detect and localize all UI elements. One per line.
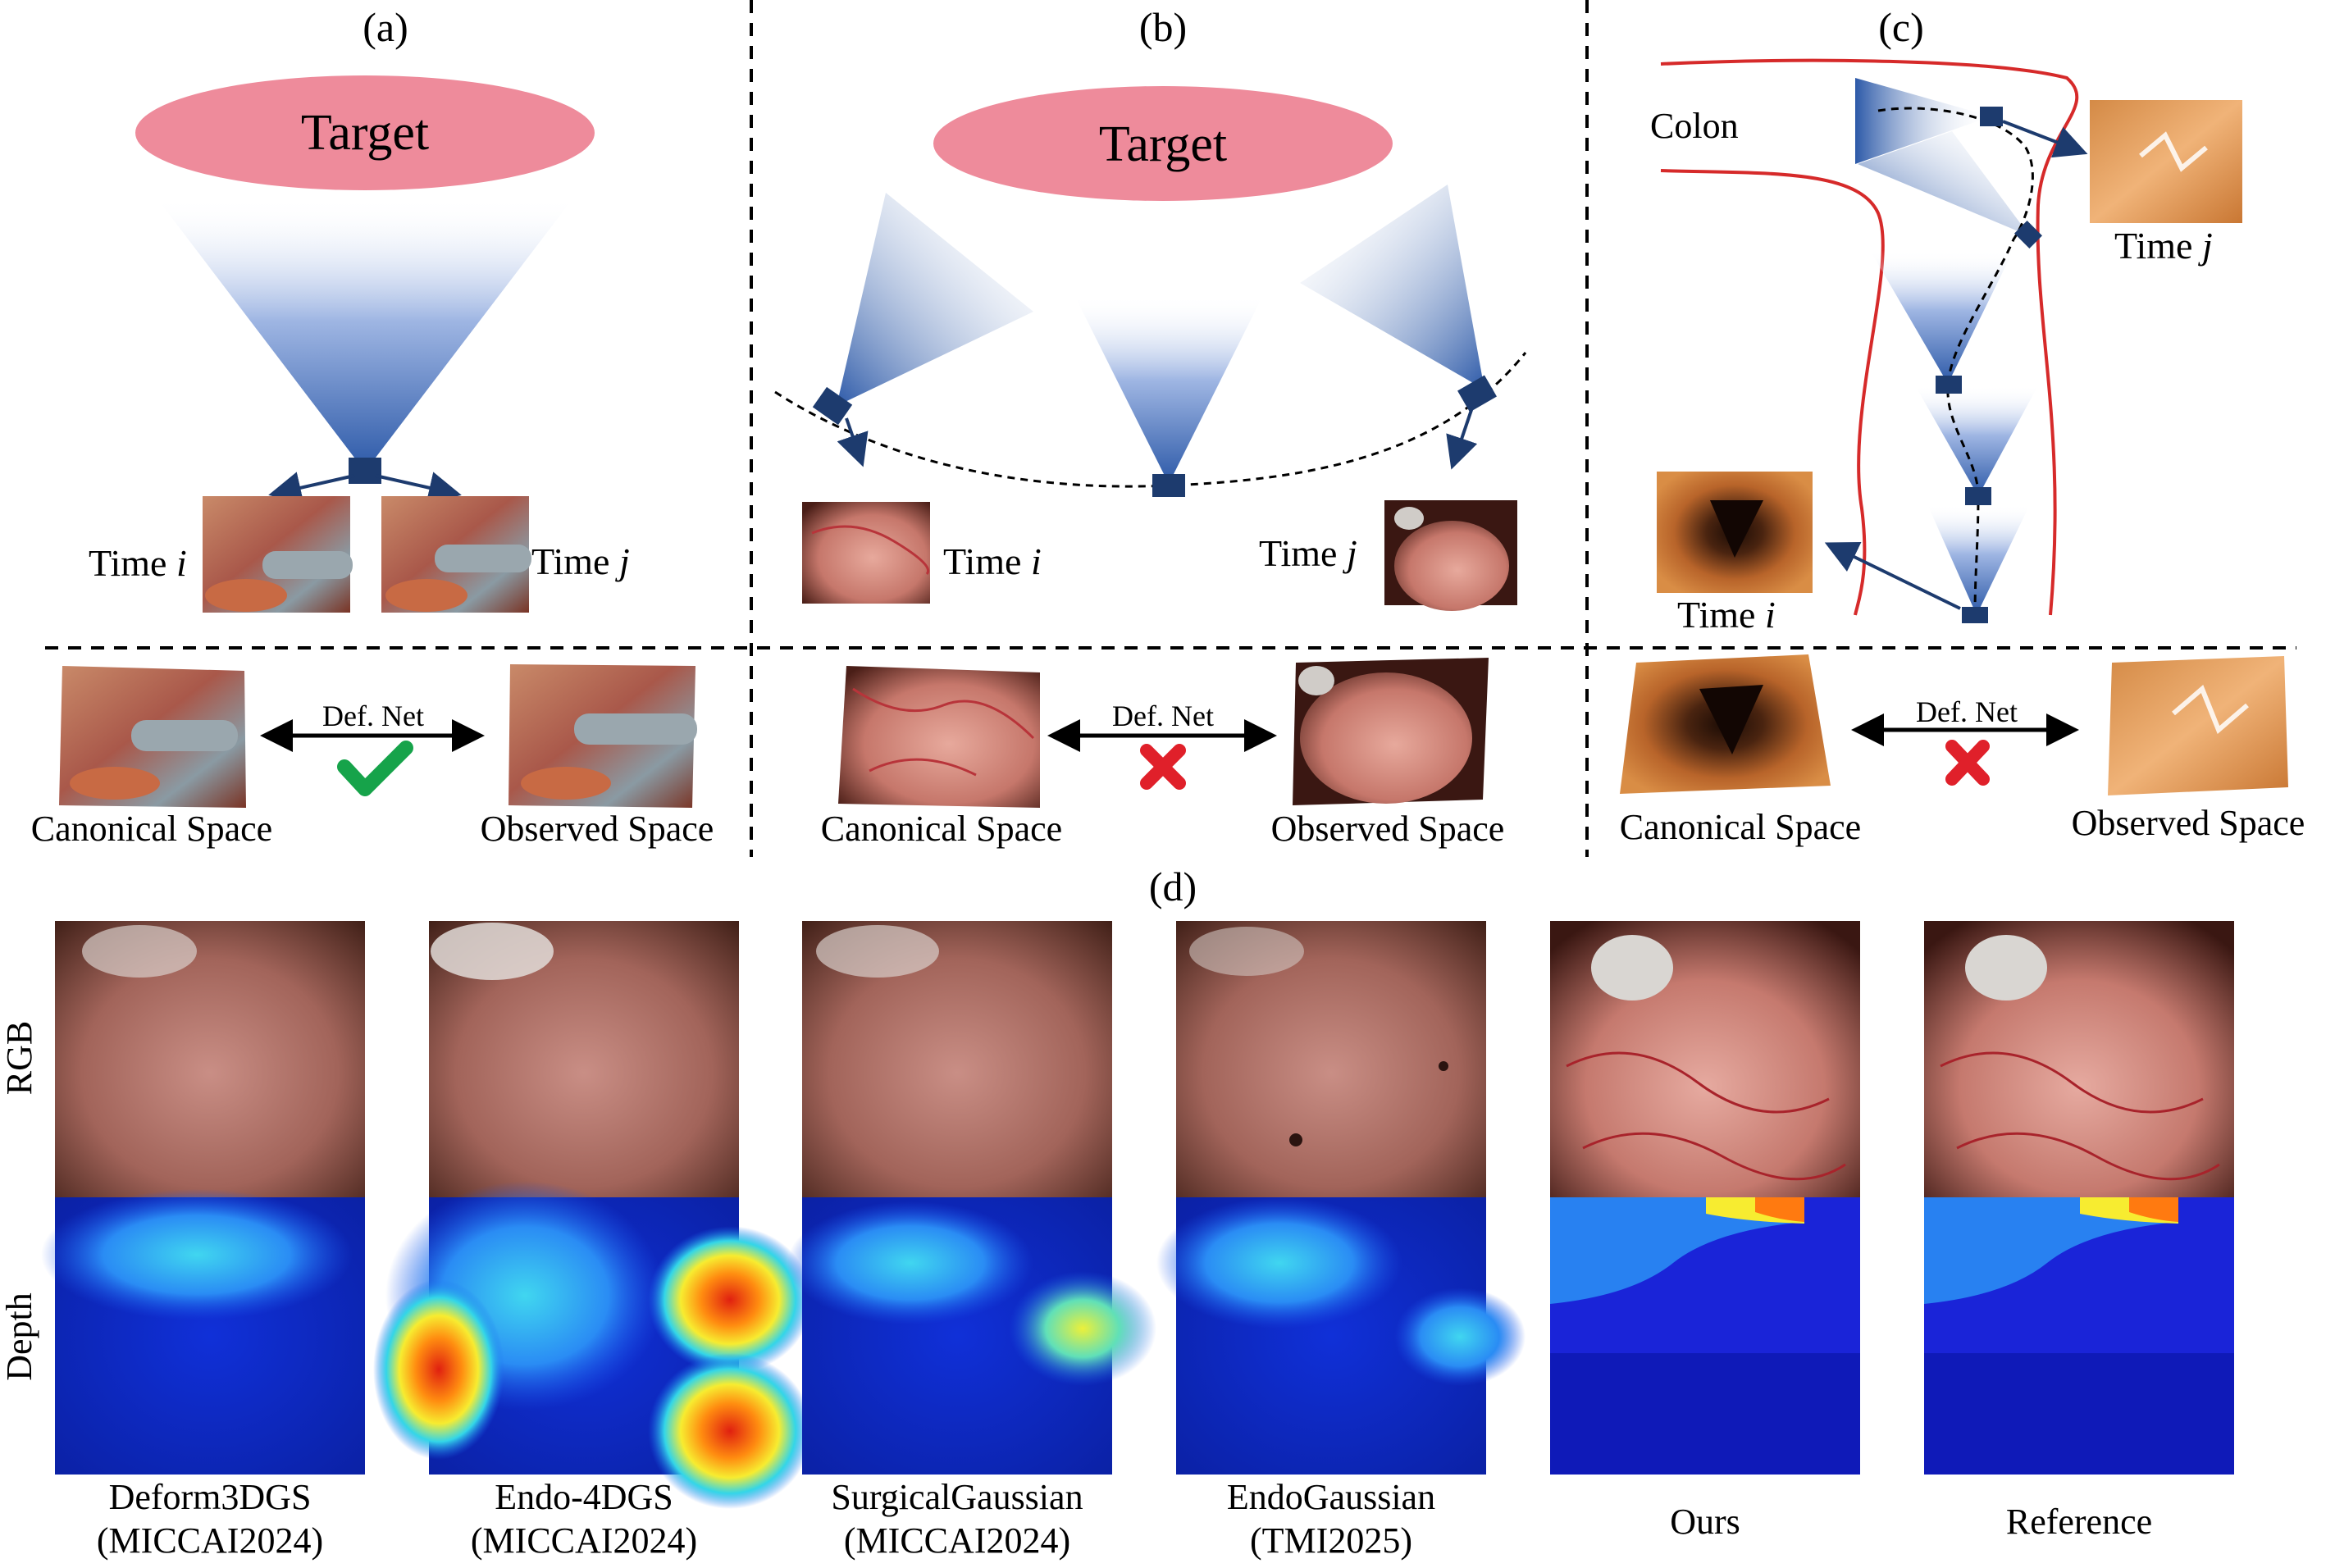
canonical-space-label: Canonical Space	[821, 809, 1062, 849]
observed-space-label: Observed Space	[2072, 803, 2305, 843]
method-name: Ours	[1670, 1502, 1740, 1542]
rgb-endo4dgs	[429, 921, 739, 1197]
method-venue: (MICCAI2024)	[471, 1520, 697, 1561]
canonical-image	[59, 666, 246, 808]
time-i-label: Time i	[1677, 594, 1776, 636]
method-name: Deform3DGS	[109, 1477, 312, 1517]
camera-cone-right	[1300, 185, 1484, 390]
canonical-space-label: Canonical Space	[1620, 807, 1861, 847]
panel-a: (a) Target Time i Time j	[31, 4, 714, 849]
panel-a-label: (a)	[363, 4, 408, 50]
colon-wall-outer	[1660, 58, 2079, 616]
method-name: SurgicalGaussian	[831, 1477, 1083, 1517]
observed-image	[2108, 656, 2288, 795]
depth-ours	[1550, 1197, 1860, 1475]
image-time-j	[2090, 100, 2242, 223]
target-label: Target	[1099, 116, 1227, 172]
image-time-j	[381, 496, 531, 613]
arrow-camera-right	[1446, 407, 1478, 470]
arrow-to-time-i	[1824, 542, 1961, 610]
panel-c-label: (c)	[1878, 4, 1924, 50]
method-venue: (MICCAI2024)	[97, 1520, 323, 1561]
camera-cone-left	[837, 193, 1033, 406]
depth-row	[41, 1181, 2234, 1509]
def-net-label: Def. Net	[322, 700, 424, 732]
row-label-rgb: RGB	[0, 1021, 39, 1095]
image-time-i	[802, 502, 930, 604]
depth-deform3dgs	[41, 1189, 365, 1475]
camera-cone-4	[1915, 385, 2038, 496]
method-name: Endo-4DGS	[495, 1477, 673, 1517]
canonical-image	[838, 666, 1040, 808]
rgb-row	[55, 921, 2234, 1197]
cross-icon	[1140, 744, 1186, 790]
camera-icon-3	[1936, 376, 1962, 394]
rgb-surgicalgaussian	[802, 921, 1112, 1197]
method-venue: (TMI2025)	[1250, 1520, 1412, 1561]
method-name: Reference	[2006, 1502, 2152, 1542]
camera-icon-2	[2014, 221, 2042, 248]
time-j-label: Time j	[2114, 225, 2213, 267]
def-net-label: Def. Net	[1112, 700, 1214, 732]
rgb-deform3dgs	[55, 921, 365, 1197]
camera-trajectory	[1877, 107, 2034, 616]
colon-label: Colon	[1650, 106, 1739, 146]
colon-wall-inner	[1660, 169, 1885, 616]
observed-image	[509, 664, 697, 808]
arrow-to-time-i	[268, 472, 355, 504]
depth-reference	[1924, 1197, 2234, 1475]
time-j-label: Time j	[531, 540, 630, 582]
depth-endo4dgs	[373, 1181, 812, 1509]
rgb-reference	[1924, 921, 2234, 1197]
observed-image	[1293, 658, 1489, 805]
panel-d: (d) RGB Depth	[0, 864, 2234, 1561]
target-ellipse	[135, 75, 595, 190]
camera-icon-4	[1965, 487, 1991, 505]
camera-cone-3	[1870, 250, 2013, 384]
panel-d-label: (d)	[1149, 864, 1197, 909]
panel-c: (c) Colon Time j Time i	[1620, 4, 2305, 847]
camera-view-cone	[156, 197, 574, 472]
time-j-label: Time j	[1259, 532, 1357, 574]
row-label-depth: Depth	[0, 1292, 39, 1381]
observed-space-label: Observed Space	[1271, 809, 1505, 849]
depth-surgicalgaussian	[787, 1197, 1156, 1475]
panel-b-label: (b)	[1139, 4, 1187, 50]
camera-icon-right	[1457, 375, 1497, 413]
camera-icon-center	[1152, 474, 1185, 497]
rgb-ours	[1550, 921, 1860, 1197]
method-venue: (MICCAI2024)	[844, 1520, 1070, 1561]
observed-space-label: Observed Space	[481, 809, 714, 849]
canonical-space-label: Canonical Space	[31, 809, 272, 849]
check-icon	[337, 741, 413, 796]
camera-cone-5	[1927, 504, 2030, 615]
target-label: Target	[301, 105, 429, 161]
camera-icon-1	[1980, 107, 2003, 126]
panel-b: (b) Target Time i Time j	[774, 4, 1527, 849]
depth-endogaussian	[1156, 1197, 1526, 1475]
camera-icon	[349, 458, 381, 484]
image-time-j	[1384, 500, 1517, 611]
method-captions: Deform3DGS (MICCAI2024) Endo-4DGS (MICCA…	[97, 1477, 2152, 1561]
canonical-image	[1620, 654, 1831, 794]
image-time-i	[1657, 472, 1813, 593]
camera-cone-center	[1074, 295, 1263, 484]
camera-icon-left	[812, 386, 853, 426]
time-i-label: Time i	[89, 542, 187, 584]
arrow-to-time-j	[2002, 120, 2088, 158]
cross-icon	[1945, 740, 1990, 786]
panel-separators	[45, 0, 2296, 857]
camera-cone-1	[1855, 78, 1991, 164]
method-name: EndoGaussian	[1227, 1477, 1435, 1517]
camera-cone-2	[1858, 131, 2030, 236]
rgb-endogaussian	[1176, 921, 1486, 1197]
arrow-camera-left	[837, 417, 869, 467]
camera-icon-5	[1962, 607, 1988, 623]
def-net-label: Def. Net	[1916, 695, 2018, 728]
image-time-i	[203, 496, 353, 613]
target-ellipse	[933, 86, 1393, 201]
time-i-label: Time i	[943, 540, 1042, 582]
arrow-to-time-j	[375, 472, 462, 504]
